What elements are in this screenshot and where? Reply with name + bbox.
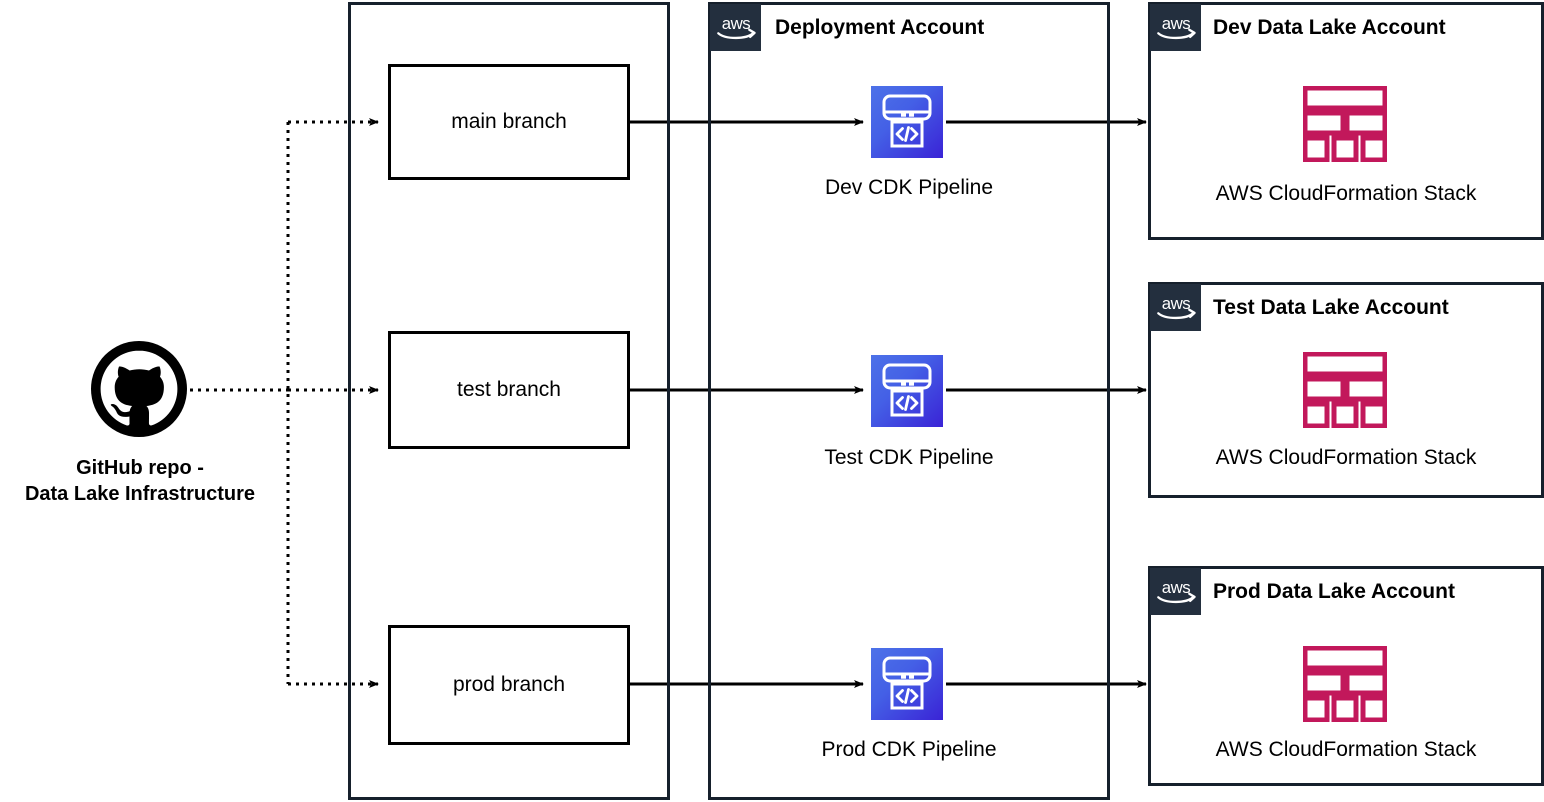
test-data-lake-account-container [1148,282,1544,498]
dev-data-lake-account-container [1148,2,1544,240]
github-label-line2: Data Lake Infrastructure [24,483,256,505]
github-icon [91,341,187,437]
deployment-account-title: Deployment Account [775,16,985,39]
github-label-line1: GitHub repo - [76,457,204,479]
aws-logo-icon: aws [1150,4,1201,51]
aws-logo-icon: aws [1150,568,1201,615]
svg-text:aws: aws [1161,13,1190,32]
prod-cloudformation-label: AWS CloudFormation Stack [1215,738,1477,761]
dev-pipeline-label: Dev CDK Pipeline [824,176,994,199]
cloudformation-stack-icon[interactable] [1303,352,1387,428]
prod-pipeline-label: Prod CDK Pipeline [821,738,997,761]
test-branch-label: test branch [457,378,561,401]
github-repo-label: GitHub repo - Data Lake Infrastructure [0,455,280,507]
test-pipeline-label: Test CDK Pipeline [824,446,994,469]
prod-branch-label: prod branch [452,673,566,696]
dev-cloudformation-label: AWS CloudFormation Stack [1215,182,1477,205]
cloudformation-stack-icon[interactable] [1303,86,1387,162]
prod-data-lake-account-container [1148,566,1544,786]
cdk-pipeline-icon[interactable] [871,86,943,158]
svg-text:aws: aws [1161,293,1190,312]
test-data-lake-account-title: Test Data Lake Account [1213,296,1449,319]
aws-logo-icon: aws [710,4,761,51]
prod-branch-box[interactable]: prod branch [388,625,630,745]
repository-container [348,2,670,800]
test-branch-box[interactable]: test branch [388,331,630,449]
aws-logo-icon: aws [1150,284,1201,331]
test-cloudformation-label: AWS CloudFormation Stack [1215,446,1477,469]
svg-text:aws: aws [721,13,750,32]
cdk-pipeline-icon[interactable] [871,648,943,720]
main-branch-box[interactable]: main branch [388,64,630,180]
prod-data-lake-account-title: Prod Data Lake Account [1213,580,1455,603]
cdk-pipeline-icon[interactable] [871,355,943,427]
deployment-account-container [708,2,1110,800]
main-branch-label: main branch [451,110,567,133]
cloudformation-stack-icon[interactable] [1303,646,1387,722]
svg-text:aws: aws [1161,577,1190,596]
dev-data-lake-account-title: Dev Data Lake Account [1213,16,1446,39]
